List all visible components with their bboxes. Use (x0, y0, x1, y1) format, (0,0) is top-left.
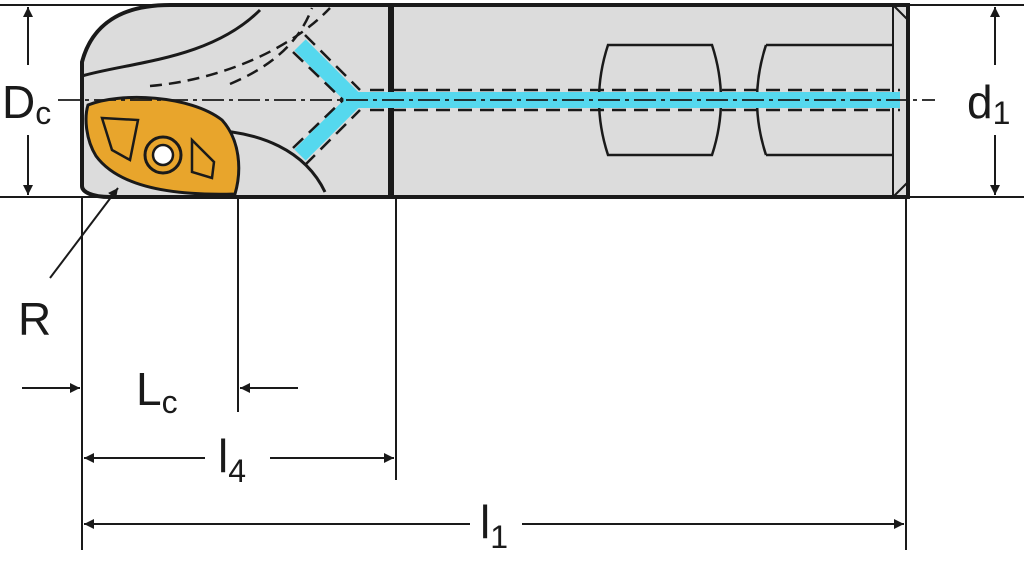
label-d1: d1 (967, 76, 1010, 131)
clamping-flat-1 (597, 43, 723, 157)
label-Lc: Lc (136, 363, 178, 420)
label-l1: l1 (480, 496, 508, 555)
label-l4: l4 (218, 430, 246, 489)
label-R: R (18, 293, 51, 345)
hidden-contour (149, 7, 331, 88)
dimension-arrows (22, 7, 1000, 529)
extension-lines (0, 4, 1024, 550)
label-Dc: Dc (2, 76, 51, 131)
chip-gullet (81, 8, 262, 78)
